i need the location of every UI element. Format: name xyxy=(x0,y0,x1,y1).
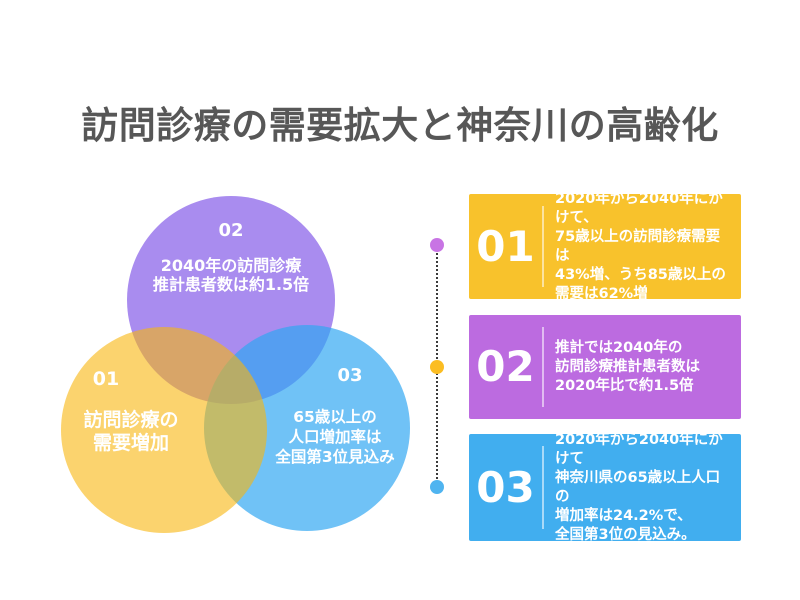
venn-label-02: 2040年の訪問診療 推計患者数は約1.5倍 xyxy=(152,256,310,294)
timeline-dot-yellow-icon xyxy=(430,360,444,374)
venn-label-03: 65歳以上の 人口増加率は 全国第3位見込み xyxy=(275,408,395,466)
timeline-dot-purple-icon xyxy=(430,238,444,252)
venn-circle-01 xyxy=(61,327,267,533)
card-divider xyxy=(542,206,544,287)
fact-card-01: 01 2020年から2040年にかけて、 75歳以上の訪問診療需要は 43%増、… xyxy=(469,191,741,302)
fact-card-03: 03 2020年から2040年にかけて 神奈川県の65歳以上人口の 増加率は24… xyxy=(469,432,741,543)
card-divider xyxy=(542,446,544,529)
card-text: 推計では2040年の 訪問診療推計患者数は 2020年比で約1.5倍 xyxy=(555,339,700,394)
venn-number-01: 01 xyxy=(92,368,120,390)
page-title: 訪問診療の需要拡大と神奈川の高齢化 xyxy=(81,103,719,147)
card-number: 02 xyxy=(476,342,535,391)
timeline-dot-blue-icon xyxy=(430,480,444,494)
venn-label-01: 訪問診療の 需要増加 xyxy=(83,409,179,454)
venn-number-02: 02 xyxy=(218,220,244,241)
venn-number-03: 03 xyxy=(337,365,363,386)
card-number: 03 xyxy=(476,462,535,512)
card-text: 2020年から2040年にかけて、 75歳以上の訪問診療需要は 43%増、うち8… xyxy=(555,190,726,302)
card-number: 01 xyxy=(476,221,535,271)
card-divider xyxy=(542,327,544,407)
card-text: 2020年から2040年にかけて 神奈川県の65歳以上人口の 増加率は24.2%… xyxy=(555,431,723,543)
fact-card-02: 02 推計では2040年の 訪問診療推計患者数は 2020年比で約1.5倍 xyxy=(469,315,741,419)
